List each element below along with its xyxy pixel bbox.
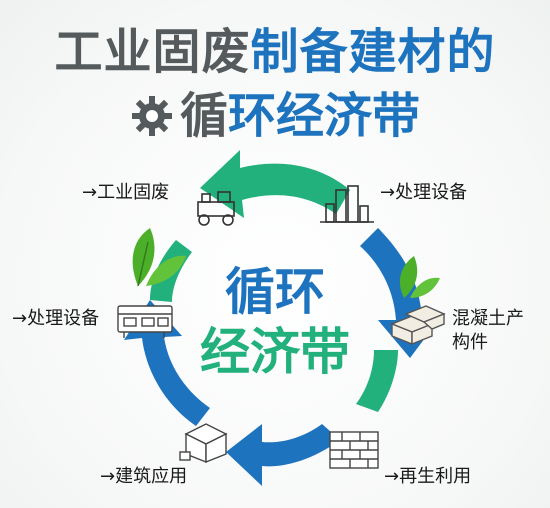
arrow-bottom-blue xyxy=(226,424,340,486)
label-industrial-waste: →工业固废 xyxy=(82,182,170,203)
arrow-top-green xyxy=(200,150,350,218)
wall-icon xyxy=(329,431,379,469)
title-part-blue: 制备建材的 xyxy=(250,24,496,80)
title-line-1: 工业固废制备建材的 xyxy=(0,22,550,82)
gear-icon xyxy=(131,96,172,136)
label-construction: →建筑应用 xyxy=(100,466,188,487)
center-line-1: 循环 xyxy=(225,263,325,321)
factory-icon xyxy=(320,185,374,223)
title-part-gray: 工业固废 xyxy=(54,24,251,80)
bricks-icon xyxy=(390,305,446,346)
label-concrete-2: 构件 xyxy=(452,332,488,353)
center-title-1: 循环 xyxy=(165,262,385,322)
leaf-icon xyxy=(399,256,440,298)
machine-icon xyxy=(117,305,173,338)
title-part-blue-2: 环经济带 xyxy=(228,88,421,144)
center-title-2: 经济带 xyxy=(165,322,385,382)
label-recycling: →再生利用 xyxy=(384,466,472,487)
box-icon xyxy=(179,423,228,464)
arrow-right-green xyxy=(356,350,398,412)
truck-icon xyxy=(197,191,235,226)
title-part-gray-2: 循 xyxy=(179,88,228,144)
label-concrete-1: 混凝土产 xyxy=(452,308,524,329)
label-processing-left: →处理设备 xyxy=(12,308,100,329)
label-processing-top: →处理设备 xyxy=(380,182,468,203)
title-line-2: 循环经济带 xyxy=(0,86,550,146)
center-line-2: 经济带 xyxy=(200,323,350,381)
leaf-icon xyxy=(132,228,186,287)
